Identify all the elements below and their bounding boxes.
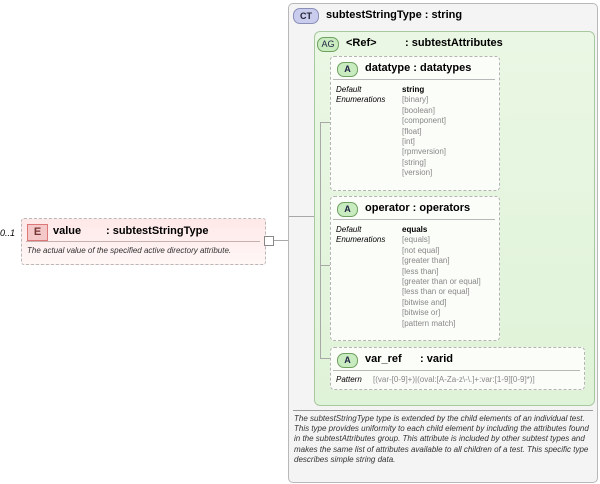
attribute-title: operator : operators bbox=[365, 202, 471, 214]
element-badge-icon: E bbox=[27, 224, 48, 241]
enumerations-label: Enumerations bbox=[336, 95, 386, 104]
enum-value: [component] bbox=[402, 116, 447, 126]
enum-value: [int] bbox=[402, 137, 415, 147]
attribute-divider bbox=[333, 219, 495, 220]
pattern-label: Pattern bbox=[336, 375, 362, 384]
attribute-group-ref: <Ref> bbox=[346, 37, 377, 49]
attribute-name: var_ref bbox=[365, 353, 402, 365]
enum-value: [greater than or equal] bbox=[402, 277, 481, 287]
complex-type-divider bbox=[293, 410, 593, 411]
enum-value: [greater than] bbox=[402, 256, 450, 266]
default-label: Default bbox=[336, 85, 362, 94]
attribute-title: datatype : datatypes bbox=[365, 62, 472, 74]
occurrence-label: 0..1 bbox=[0, 228, 16, 238]
attribute-divider bbox=[333, 79, 495, 80]
enum-value: [float] bbox=[402, 126, 422, 136]
enum-value: [rpmversion] bbox=[402, 147, 447, 157]
expand-collapse-toggle[interactable] bbox=[264, 236, 274, 246]
attribute-group-box[interactable]: AG <Ref> : subtestAttributes A datatype … bbox=[314, 31, 595, 406]
enum-value: [less than or equal] bbox=[402, 287, 470, 297]
attribute-var-ref-box[interactable]: A var_ref : varid Pattern [(var-[0-9]+)|… bbox=[330, 347, 585, 390]
complex-type-box[interactable]: CT subtestStringType : string AG <Ref> :… bbox=[288, 3, 598, 483]
tree-connector bbox=[320, 122, 330, 123]
attribute-group-badge-icon: AG bbox=[317, 37, 339, 52]
enum-value: [string] bbox=[402, 157, 427, 167]
tree-connector bbox=[320, 265, 330, 266]
element-divider bbox=[26, 241, 260, 242]
tree-connector bbox=[320, 122, 321, 358]
connector-line bbox=[274, 240, 288, 241]
enum-value: [version] bbox=[402, 168, 433, 178]
default-label: Default bbox=[336, 225, 362, 234]
tree-connector bbox=[320, 358, 330, 359]
element-box[interactable]: E value : subtestStringType The actual v… bbox=[21, 218, 266, 265]
attribute-divider bbox=[333, 370, 580, 371]
enum-value: [not equal] bbox=[402, 245, 440, 255]
enum-value: [equals] bbox=[402, 235, 431, 245]
complex-type-badge-icon: CT bbox=[293, 8, 319, 24]
enum-value: [less than] bbox=[402, 266, 439, 276]
element-type: : subtestStringType bbox=[106, 225, 209, 237]
attribute-group-name: : subtestAttributes bbox=[405, 37, 503, 49]
attribute-badge-icon: A bbox=[337, 202, 358, 217]
element-documentation: The actual value of the specified active… bbox=[27, 246, 232, 255]
attribute-operator-box[interactable]: A operator : operators Default Enumerati… bbox=[330, 196, 500, 341]
attribute-datatype-box[interactable]: A datatype : datatypes Default Enumerati… bbox=[330, 56, 500, 191]
attribute-type: : varid bbox=[420, 353, 454, 365]
default-value: string bbox=[402, 85, 425, 94]
tree-connector bbox=[289, 216, 315, 217]
enumerations-label: Enumerations bbox=[336, 235, 386, 244]
complex-type-title: subtestStringType : string bbox=[326, 9, 463, 21]
enum-value: [binary] bbox=[402, 95, 429, 105]
attribute-badge-icon: A bbox=[337, 62, 358, 77]
enum-value: [boolean] bbox=[402, 105, 435, 115]
enum-value: [bitwise and] bbox=[402, 297, 447, 307]
enum-value: [bitwise or] bbox=[402, 308, 441, 318]
pattern-value: [(var-[0-9]+)|(oval:[A-Za-z\-\.]+:var:[1… bbox=[373, 375, 535, 384]
enum-value: [pattern match] bbox=[402, 318, 456, 328]
attribute-badge-icon: A bbox=[337, 353, 358, 368]
default-value: equals bbox=[402, 225, 428, 234]
element-name: value bbox=[53, 225, 82, 237]
complex-type-documentation: The subtestStringType type is extended b… bbox=[294, 414, 589, 464]
